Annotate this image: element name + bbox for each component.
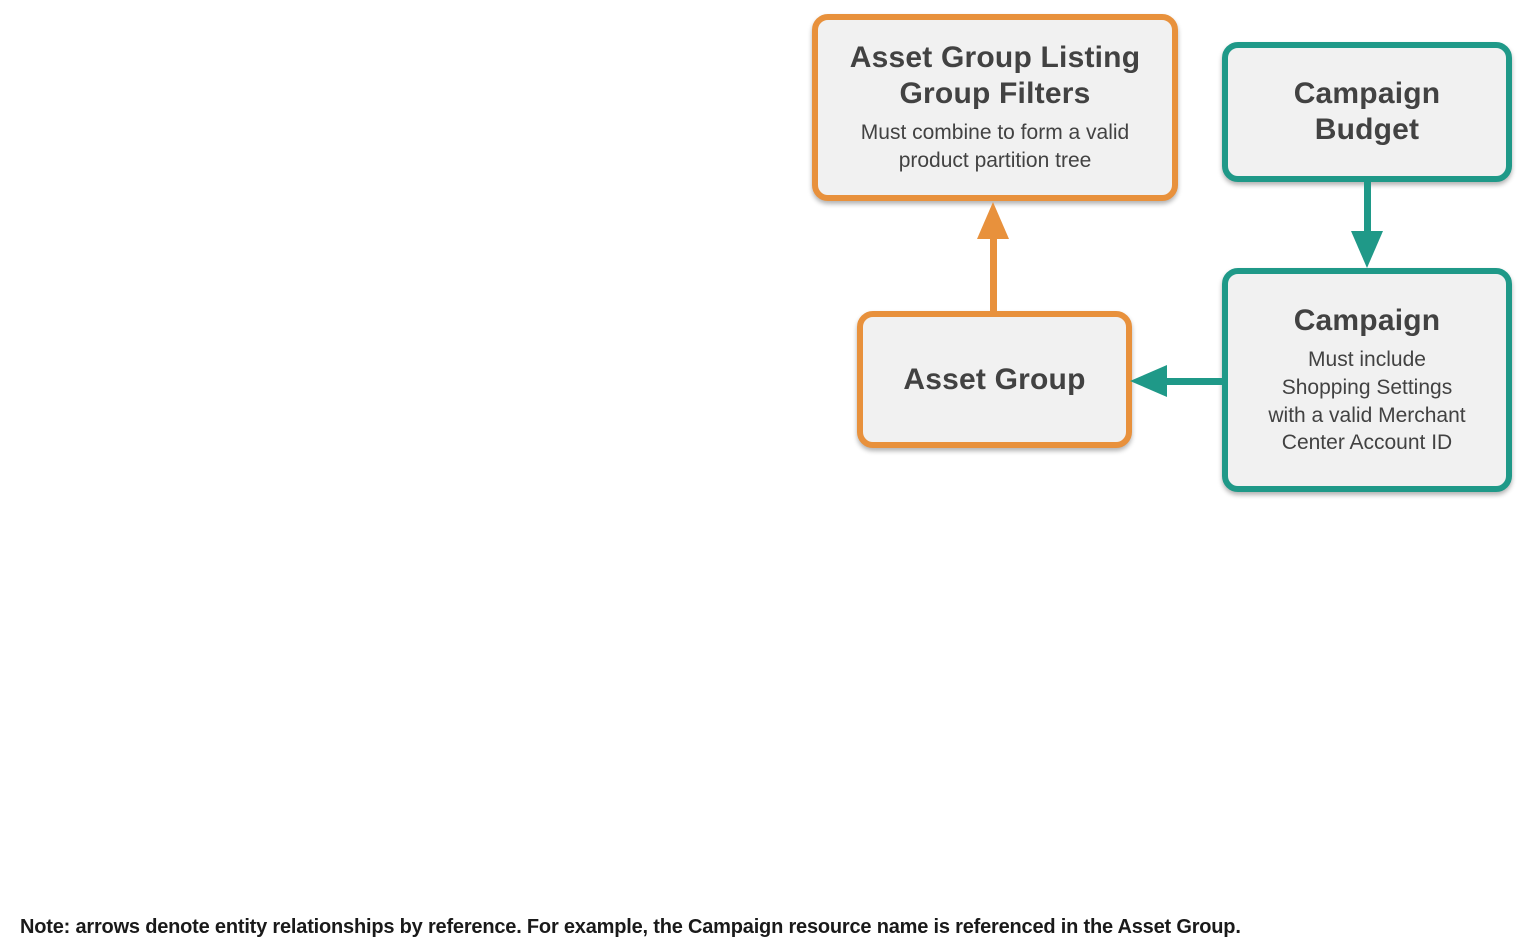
arrow-campaign-budget-to-campaign: [1351, 180, 1383, 268]
node-campaign-budget: Campaign Budget: [1222, 42, 1512, 182]
node-asset-group: Asset Group: [857, 311, 1132, 448]
arrow-asset-group-to-listing-group-filters: [977, 202, 1009, 312]
node-subtitle-asset-group-listing-group-filters: Must combine to form a valid product par…: [860, 121, 1130, 172]
node-subtitle-campaign: Must include Shopping Settings with a va…: [1268, 347, 1466, 455]
arrowhead-left-icon: [1130, 365, 1167, 397]
arrowhead-down-icon: [1351, 231, 1383, 268]
arrow-shaft: [1363, 180, 1371, 231]
arrowhead-up-icon: [977, 202, 1009, 239]
node-campaign: Campaign Must include Shopping Settings …: [1222, 268, 1512, 492]
node-title-asset-group: Asset Group: [903, 362, 1086, 396]
node-title-asset-group-listing-group-filters: Asset Group Listing Group Filters: [849, 41, 1141, 111]
arrow-shaft: [1167, 377, 1223, 385]
node-title-campaign-budget: Campaign Budget: [1293, 77, 1441, 146]
arrow-shaft: [989, 239, 997, 312]
node-title-campaign: Campaign: [1293, 303, 1441, 337]
node-asset-group-listing-group-filters: Asset Group Listing Group Filters Must c…: [812, 14, 1178, 201]
footnote: Note: arrows denote entity relationships…: [20, 916, 1241, 938]
arrow-campaign-to-asset-group: [1130, 365, 1223, 397]
